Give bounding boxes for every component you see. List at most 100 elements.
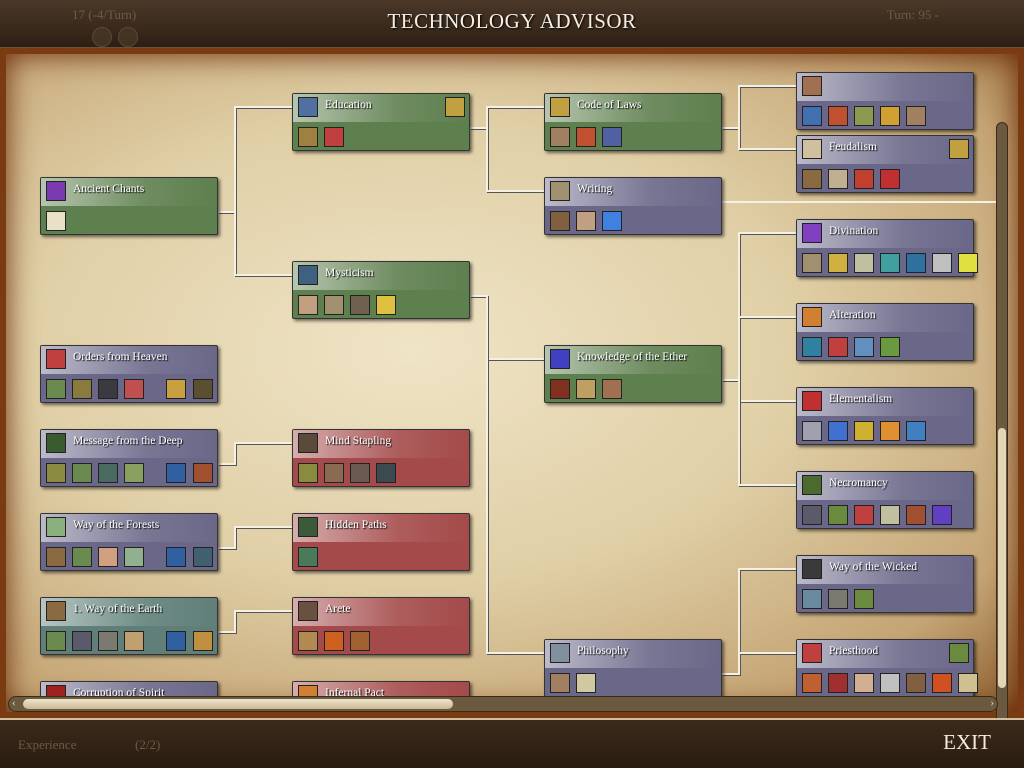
tech-box[interactable]: Way of the Forests [40, 513, 218, 571]
tech-box[interactable]: Elementalism [796, 387, 974, 445]
unlock-icon[interactable] [906, 673, 926, 693]
unlock-icon[interactable] [958, 253, 978, 273]
unlock-icon[interactable] [576, 379, 596, 399]
unlock-icon[interactable] [298, 463, 318, 483]
unlock-icon[interactable] [880, 421, 900, 441]
unlock-icon[interactable] [880, 169, 900, 189]
unlock-icon[interactable] [124, 379, 144, 399]
unlock-icon[interactable] [324, 463, 344, 483]
unlock-icon[interactable] [166, 631, 186, 651]
exit-button[interactable]: EXIT [943, 730, 991, 754]
unlock-icon[interactable] [98, 463, 118, 483]
unlock-icon[interactable] [124, 463, 144, 483]
unlock-icon[interactable] [854, 253, 874, 273]
unlock-icon[interactable] [350, 463, 370, 483]
unlock-icon[interactable] [72, 379, 92, 399]
unlock-icon[interactable] [166, 379, 186, 399]
tech-box[interactable] [796, 72, 974, 130]
unlock-icon[interactable] [906, 106, 926, 126]
tech-box[interactable]: Code of Laws [544, 93, 722, 151]
scroll-left-arrow-icon[interactable]: ‹ [12, 697, 16, 709]
unlock-icon[interactable] [576, 673, 596, 693]
unlock-icon[interactable] [550, 127, 570, 147]
unlock-icon[interactable] [949, 643, 969, 663]
horizontal-scrollbar[interactable]: ‹ › [8, 696, 998, 712]
unlock-icon[interactable] [828, 253, 848, 273]
vertical-scrollbar[interactable] [996, 122, 1008, 750]
unlock-icon[interactable] [98, 379, 118, 399]
tech-box[interactable]: Mind Stapling [292, 429, 470, 487]
unlock-icon[interactable] [828, 673, 848, 693]
unlock-icon[interactable] [828, 169, 848, 189]
unlock-icon[interactable] [72, 463, 92, 483]
advisor-button[interactable] [118, 27, 138, 47]
tech-box[interactable]: Writing [544, 177, 722, 235]
unlock-icon[interactable] [298, 547, 318, 567]
unlock-icon[interactable] [906, 421, 926, 441]
unlock-icon[interactable] [193, 463, 213, 483]
unlock-icon[interactable] [906, 253, 926, 273]
horizontal-scroll-thumb[interactable] [23, 699, 453, 709]
unlock-icon[interactable] [72, 631, 92, 651]
unlock-icon[interactable] [932, 505, 952, 525]
unlock-icon[interactable] [880, 253, 900, 273]
unlock-icon[interactable] [98, 631, 118, 651]
tech-box[interactable]: Priesthood [796, 639, 978, 697]
unlock-icon[interactable] [802, 589, 822, 609]
unlock-icon[interactable] [880, 337, 900, 357]
unlock-icon[interactable] [46, 211, 66, 231]
unlock-icon[interactable] [576, 211, 596, 231]
unlock-icon[interactable] [828, 421, 848, 441]
unlock-icon[interactable] [550, 379, 570, 399]
unlock-icon[interactable] [376, 295, 396, 315]
unlock-icon[interactable] [193, 631, 213, 651]
unlock-icon[interactable] [949, 139, 969, 159]
unlock-icon[interactable] [324, 631, 344, 651]
unlock-icon[interactable] [880, 673, 900, 693]
unlock-icon[interactable] [802, 673, 822, 693]
unlock-icon[interactable] [880, 106, 900, 126]
unlock-icon[interactable] [166, 463, 186, 483]
tech-box[interactable]: Arete [292, 597, 470, 655]
unlock-icon[interactable] [166, 547, 186, 567]
tech-box[interactable]: Hidden Paths [292, 513, 470, 571]
unlock-icon[interactable] [828, 337, 848, 357]
tech-box[interactable]: Alteration [796, 303, 974, 361]
unlock-icon[interactable] [854, 337, 874, 357]
unlock-icon[interactable] [854, 169, 874, 189]
tech-box[interactable]: Philosophy [544, 639, 722, 697]
unlock-icon[interactable] [854, 106, 874, 126]
tech-box[interactable]: Ancient Chants [40, 177, 218, 235]
unlock-icon[interactable] [854, 421, 874, 441]
unlock-icon[interactable] [324, 127, 344, 147]
unlock-icon[interactable] [828, 106, 848, 126]
tech-box[interactable]: Feudalism [796, 135, 974, 193]
vertical-scroll-thumb[interactable] [998, 428, 1006, 688]
unlock-icon[interactable] [880, 505, 900, 525]
unlock-icon[interactable] [72, 547, 92, 567]
unlock-icon[interactable] [802, 421, 822, 441]
unlock-icon[interactable] [550, 673, 570, 693]
unlock-icon[interactable] [602, 211, 622, 231]
unlock-icon[interactable] [550, 211, 570, 231]
unlock-icon[interactable] [376, 463, 396, 483]
unlock-icon[interactable] [298, 295, 318, 315]
unlock-icon[interactable] [124, 631, 144, 651]
unlock-icon[interactable] [906, 505, 926, 525]
unlock-icon[interactable] [854, 673, 874, 693]
unlock-icon[interactable] [802, 169, 822, 189]
unlock-icon[interactable] [802, 106, 822, 126]
unlock-icon[interactable] [46, 463, 66, 483]
unlock-icon[interactable] [828, 505, 848, 525]
unlock-icon[interactable] [298, 631, 318, 651]
unlock-icon[interactable] [958, 673, 978, 693]
unlock-icon[interactable] [46, 379, 66, 399]
tech-box[interactable]: Divination [796, 219, 978, 277]
unlock-icon[interactable] [802, 253, 822, 273]
unlock-icon[interactable] [854, 589, 874, 609]
unlock-icon[interactable] [802, 337, 822, 357]
tech-box[interactable]: Orders from Heaven [40, 345, 218, 403]
unlock-icon[interactable] [350, 631, 370, 651]
scroll-right-arrow-icon[interactable]: › [990, 697, 994, 709]
unlock-icon[interactable] [602, 379, 622, 399]
